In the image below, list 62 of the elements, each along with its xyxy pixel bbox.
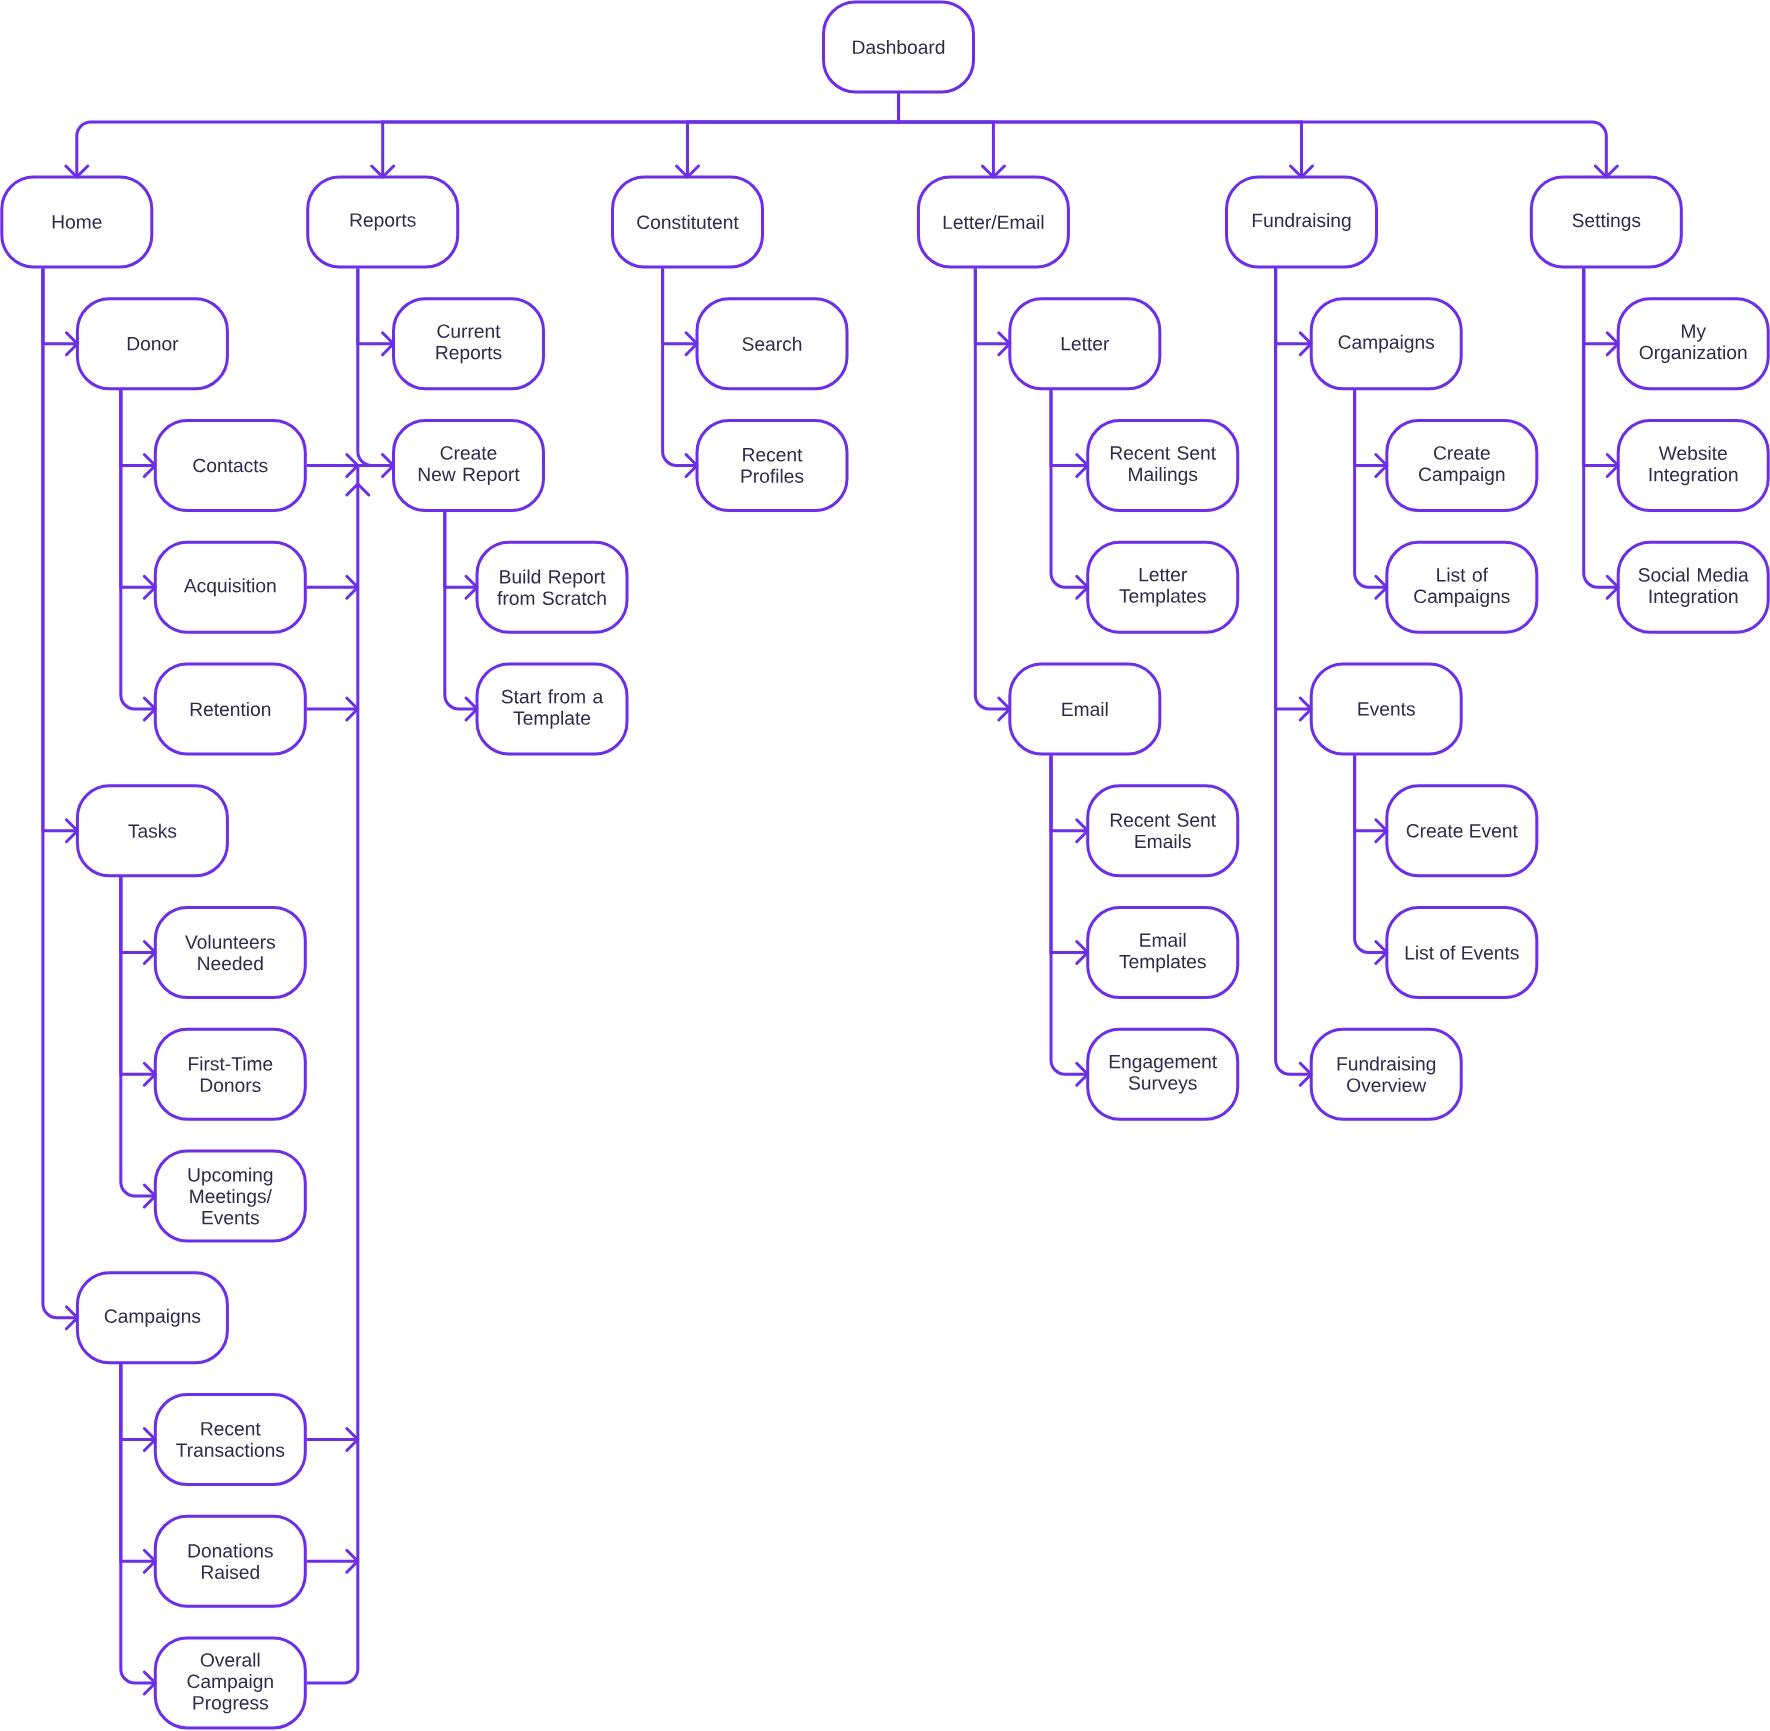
- page-box: Create New Report: [392, 419, 545, 512]
- page-box: Create Event: [1385, 784, 1539, 878]
- page-box: Acquisition: [153, 540, 307, 634]
- page-box: Fundraising Overview: [1309, 1027, 1463, 1121]
- arrow: [897, 93, 1619, 179]
- page-box: Reports: [306, 175, 460, 269]
- page-box: Campaigns: [75, 1271, 229, 1365]
- arrow: [973, 268, 1012, 722]
- page-box: Email: [1008, 662, 1162, 756]
- arrow: [1049, 755, 1090, 1087]
- page-box: Tasks: [75, 784, 229, 878]
- page-box: My Organization: [1616, 297, 1770, 391]
- page-box: Email Templates: [1086, 906, 1240, 999]
- page-box: Recent Sent Emails: [1086, 784, 1240, 878]
- page-box: Recent Sent Mailings: [1086, 419, 1240, 512]
- page-box: Search: [695, 297, 849, 391]
- page-box: Build Report from Scratch: [475, 540, 629, 634]
- page-box: Current Reports: [392, 297, 545, 391]
- arrow: [119, 390, 157, 722]
- page-box: Upcoming Meetings/ Events: [153, 1149, 307, 1243]
- arrow: [119, 1364, 157, 1696]
- page-box: Create Campaign: [1385, 419, 1539, 512]
- page-box: Fundraising: [1225, 175, 1378, 269]
- page-box: Donations Raised: [153, 1514, 307, 1608]
- arrow: [1049, 390, 1090, 600]
- page-box: Recent Transactions: [153, 1393, 307, 1486]
- page-box: Start from a Template: [475, 662, 629, 756]
- arrow: [1582, 268, 1620, 600]
- page-box: Donor: [75, 297, 229, 391]
- page-box: Engagement Surveys: [1086, 1027, 1240, 1121]
- page-box: Dashboard: [822, 0, 975, 94]
- arrow: [1274, 268, 1313, 1087]
- page-box: Overall Campaign Progress: [153, 1636, 307, 1730]
- page-box: Letter/Email: [916, 175, 1070, 269]
- page-box: Home: [0, 175, 154, 269]
- page-box: List of Events: [1385, 906, 1539, 999]
- page-box: Letter: [1008, 297, 1162, 391]
- connector-line: [306, 1561, 360, 1685]
- page-box: Website Integration: [1616, 419, 1770, 512]
- arrow: [41, 268, 79, 1331]
- arrow: [306, 453, 360, 478]
- page-box: Recent Profiles: [695, 419, 849, 512]
- page-box: Settings: [1529, 175, 1683, 269]
- arrow: [1353, 390, 1389, 600]
- page-box: Social Media Integration: [1616, 540, 1770, 634]
- page-box: First-Time Donors: [153, 1027, 307, 1121]
- arrow: [119, 877, 157, 1209]
- page-box: Contacts: [153, 419, 307, 512]
- page-box: Retention: [153, 662, 307, 756]
- page-box: Constitutent: [611, 175, 764, 269]
- page-box: List of Campaigns: [1385, 540, 1539, 634]
- arrow: [357, 453, 395, 478]
- page-box: Events: [1309, 662, 1463, 756]
- page-box: Campaigns: [1309, 297, 1463, 391]
- arrow: [443, 512, 479, 722]
- connector-line: [356, 1439, 360, 1562]
- page-box: Volunteers Needed: [153, 906, 307, 999]
- connector-line: [356, 709, 360, 1440]
- arrow: [661, 268, 699, 478]
- page-box: Letter Templates: [1086, 540, 1240, 634]
- arrow: [1353, 755, 1389, 965]
- connector-line: [356, 587, 360, 709]
